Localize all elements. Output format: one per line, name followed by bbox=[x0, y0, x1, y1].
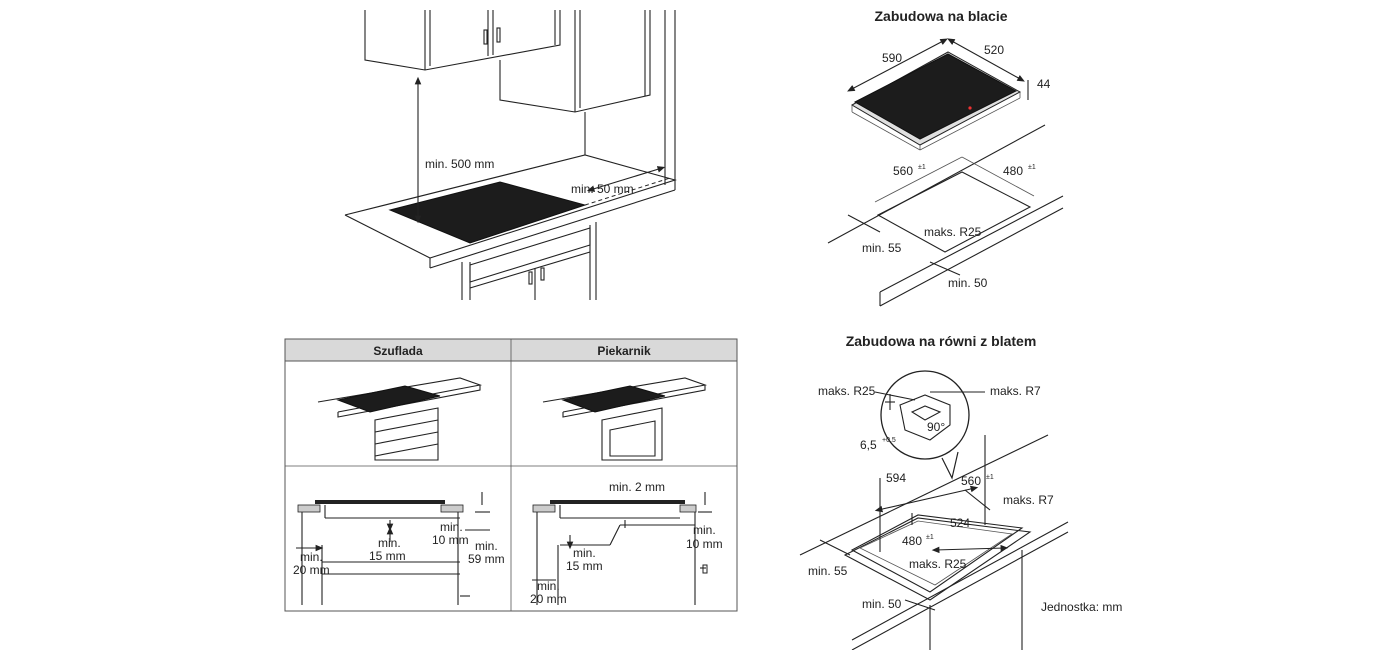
w-560-sup: ±1 bbox=[986, 474, 994, 481]
d-480-label: 480 bbox=[902, 534, 922, 548]
min-55-label: min. 55 bbox=[808, 564, 848, 578]
min-55-arrow bbox=[847, 214, 881, 233]
w-560-label: 560 bbox=[961, 474, 981, 488]
angle-90-label: 90° bbox=[927, 420, 945, 434]
w-524-label: 524 bbox=[950, 516, 970, 530]
oven-min-15-b: 15 mm bbox=[566, 559, 603, 573]
oven-min-15-a: min. bbox=[573, 546, 596, 560]
detail-max-r25: maks. R25 bbox=[818, 384, 876, 398]
height-44-label: 44 bbox=[1037, 77, 1051, 91]
oven-min-20-a: min. bbox=[537, 579, 560, 593]
max-r25-label: maks. R25 bbox=[924, 225, 982, 239]
cut-560-sup: ±1 bbox=[918, 164, 926, 171]
max-r7-label: maks. R7 bbox=[1003, 493, 1054, 507]
w-594-label: 594 bbox=[886, 471, 906, 485]
min-50-label: min. 50 bbox=[948, 276, 988, 290]
min-50-label: min. 50 bbox=[862, 597, 902, 611]
max-r25-label: maks. R25 bbox=[909, 557, 967, 571]
flush-detail-circle bbox=[874, 370, 985, 480]
cut-480-label: 480 bbox=[1003, 164, 1023, 178]
drawer-illustration bbox=[317, 377, 483, 461]
d-480-sup: ±1 bbox=[926, 534, 934, 541]
drawer-min-59-b: 59 mm bbox=[468, 552, 505, 566]
hob bbox=[388, 181, 587, 244]
surface-mount-title: Zabudowa na blacie bbox=[874, 8, 1007, 24]
oven-min-10-b: 10 mm bbox=[686, 537, 723, 551]
drawer-min-59-a: min. bbox=[475, 539, 498, 553]
flush-mount-title: Zabudowa na równi z blatem bbox=[846, 333, 1037, 349]
oven-illustration bbox=[542, 377, 708, 461]
drawer-min-10-a: min. bbox=[440, 520, 463, 534]
drawer-min-15-a: min. bbox=[378, 536, 401, 550]
depth-arrow bbox=[947, 38, 1025, 82]
detail-max-r7: maks. R7 bbox=[990, 384, 1041, 398]
gap-arrow bbox=[586, 166, 666, 192]
oven-min-2-label: min. 2 mm bbox=[609, 480, 665, 494]
cut-480-sup: ±1 bbox=[1028, 164, 1036, 171]
min-50-arrow bbox=[929, 261, 961, 276]
drawer-section bbox=[296, 492, 490, 605]
oven-min-20-b: 20 mm bbox=[530, 592, 567, 606]
depth-520-label: 520 bbox=[984, 43, 1004, 57]
cut-560-label: 560 bbox=[893, 164, 913, 178]
surface-mount-hob bbox=[847, 38, 1029, 151]
kitchen-illustration: min. 500 mm min. 50 mm bbox=[344, 10, 677, 300]
drawer-min-20-a: min. bbox=[300, 550, 323, 564]
col-oven-header: Piekarnik bbox=[597, 344, 651, 358]
installation-table: Szuflada Piekarnik bbox=[284, 338, 738, 612]
unit-label: Jednostka: mm bbox=[1041, 600, 1122, 614]
upper-cabinet bbox=[364, 10, 651, 155]
min-500-label: min. 500 mm bbox=[425, 157, 494, 171]
oven-min-10-a: min. bbox=[693, 523, 716, 537]
width-590-label: 590 bbox=[882, 51, 902, 65]
drawer-min-20-b: 20 mm bbox=[293, 563, 330, 577]
lower-cabinet bbox=[461, 222, 597, 300]
oven-section bbox=[532, 492, 712, 605]
flush-cutout bbox=[799, 434, 1069, 650]
col-drawer-header: Szuflada bbox=[373, 344, 423, 358]
width-arrow bbox=[847, 38, 948, 92]
depth-65-label: 6,5 bbox=[860, 438, 877, 452]
depth-65-sup: +0,5 bbox=[882, 437, 896, 444]
drawer-min-10-b: 10 mm bbox=[432, 533, 469, 547]
min-55-label: min. 55 bbox=[862, 241, 902, 255]
drawer-min-15-b: 15 mm bbox=[369, 549, 406, 563]
min-50-label: min. 50 mm bbox=[571, 182, 634, 196]
surface-cutout bbox=[827, 124, 1064, 307]
